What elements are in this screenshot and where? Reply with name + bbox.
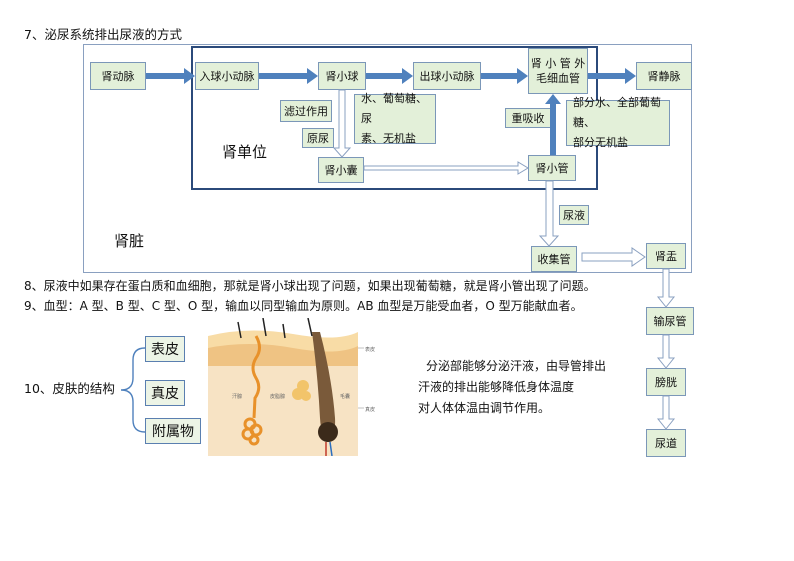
- illus-label-epidermis: 表皮: [365, 346, 375, 353]
- urine-flow-arrows: [332, 89, 676, 430]
- kidney-label: 肾脏: [114, 232, 145, 250]
- arrow-glomerulus-to-capsule: [332, 89, 352, 158]
- collecting-duct-box: 收集管: [531, 246, 577, 272]
- blood-flow-arrows: [146, 68, 636, 155]
- peritubular-capillary-box: 肾 小 管 外 毛细血管: [528, 48, 588, 94]
- illus-label-sebaceous: 皮脂腺: [270, 393, 285, 400]
- sweat-description-line2: 汗液的排出能够降低身体温度: [418, 380, 575, 394]
- arrow-pelvis-to-ureter: [656, 268, 676, 308]
- arrow-glomerulus-to-efferent: [366, 68, 413, 84]
- arrow-collecting-to-pelvis: [581, 247, 646, 267]
- capillary-line1: 肾 小 管 外: [530, 57, 586, 70]
- reabsorbed-substances-box: 部分水、全部葡萄糖、 部分无机盐: [566, 96, 670, 149]
- renal-vein-box: 肾静脉: [636, 62, 692, 90]
- renal-artery-box: 肾动脉: [90, 62, 146, 90]
- urethra-box: 尿道: [646, 429, 686, 457]
- skin-structure-illustration: 表皮 真皮 汗腺 皮脂腺 毛囊: [208, 318, 378, 456]
- arrow-artery-to-afferent: [146, 68, 195, 84]
- reabsorption-box: 重吸收: [505, 108, 551, 128]
- arrow-tubule-to-collecting: [538, 180, 560, 247]
- section8-text: 8、尿液中如果存在蛋白质和血细胞，那就是肾小球出现了问题，如果出现葡萄糖，就是肾…: [24, 279, 596, 293]
- renal-tubule-box: 肾小管: [528, 155, 576, 181]
- sweat-description-line1: 分泌部能够分泌汗液，由导管排出: [426, 359, 607, 373]
- filtered-substances-box: 水、葡萄糖、尿 素、无机盐: [354, 92, 436, 145]
- section9-text: 9、血型：A 型、B 型、C 型、O 型，输血以同型输血为原则。AB 血型是万能…: [24, 299, 583, 313]
- epidermis-box: 表皮: [145, 336, 185, 362]
- section7-heading: 7、泌尿系统排出尿液的方式: [24, 27, 182, 42]
- arrow-afferent-to-glomerulus: [259, 68, 318, 84]
- arrow-bladder-to-urethra: [656, 395, 676, 430]
- dermis-box: 真皮: [145, 380, 185, 406]
- ureter-box: 输尿管: [646, 307, 694, 335]
- nephron-label: 肾单位: [222, 143, 268, 161]
- renal-pelvis-box: 肾盂: [646, 243, 686, 269]
- illus-label-hair: 毛囊: [340, 393, 350, 400]
- arrow-capsule-to-tubule: [363, 161, 529, 175]
- arrow-capillary-to-vein: [588, 68, 636, 84]
- filtered-line1: 水、葡萄糖、尿: [361, 92, 427, 125]
- efferent-arteriole-box: 出球小动脉: [413, 62, 481, 90]
- filtration-box: 滤过作用: [280, 100, 332, 122]
- arrow-tubule-to-capillary: [545, 94, 561, 155]
- reabsorbed-line1: 部分水、全部葡萄糖、: [573, 96, 661, 129]
- section10-heading: 10、皮肤的结构: [24, 381, 115, 396]
- appendages-box: 附属物: [145, 418, 201, 444]
- kidney-frame: [83, 44, 692, 273]
- primary-urine-box: 原尿: [302, 128, 334, 148]
- filtered-line2: 素、无机盐: [361, 132, 416, 145]
- illus-label-dermis: 真皮: [365, 406, 375, 413]
- skin-structure-bracket: [120, 347, 146, 433]
- sweat-description-line3: 对人体体温由调节作用。: [418, 401, 551, 415]
- renal-capsule-box: 肾小囊: [318, 157, 364, 183]
- afferent-arteriole-box: 入球小动脉: [195, 62, 259, 90]
- reabsorbed-line2: 部分无机盐: [573, 136, 628, 149]
- arrow-ureter-to-bladder: [656, 334, 676, 369]
- urine-box: 尿液: [559, 205, 589, 225]
- capillary-line2: 毛细血管: [536, 72, 580, 85]
- illus-label-sweat-gland: 汗腺: [232, 393, 242, 400]
- arrow-efferent-to-capillary: [481, 68, 528, 84]
